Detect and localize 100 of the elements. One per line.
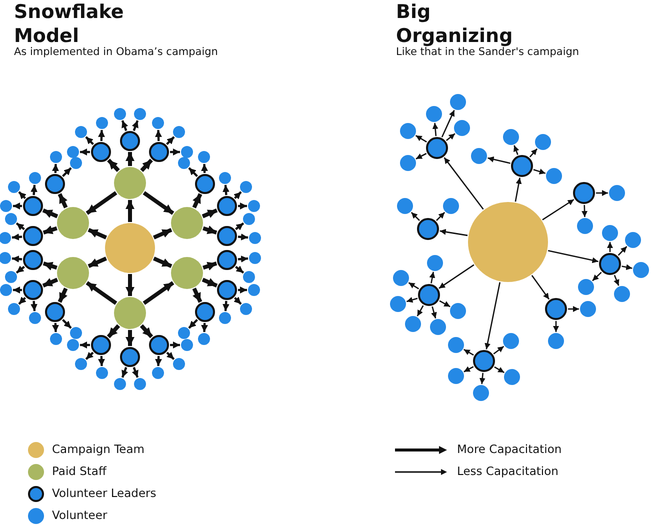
volunteer-leader-circle xyxy=(217,280,237,300)
arrow xyxy=(446,133,456,142)
volunteer-circle xyxy=(67,339,79,351)
arrow xyxy=(30,184,38,196)
arrow xyxy=(192,288,202,303)
arrow xyxy=(154,130,162,142)
arrow xyxy=(614,274,620,286)
volunteer-leader-circle xyxy=(23,280,43,300)
volunteer-circle xyxy=(70,157,82,169)
volunteer-circle xyxy=(580,301,596,317)
arrow xyxy=(548,250,598,264)
volunteer-leader-circle xyxy=(23,250,43,270)
arrow xyxy=(132,120,139,132)
arrow xyxy=(444,157,484,210)
volunteer-leader-circle xyxy=(417,218,439,240)
volunteer-circle xyxy=(535,134,551,150)
arrow xyxy=(12,256,22,262)
arrow xyxy=(52,322,59,332)
arrow xyxy=(170,342,180,348)
paid-staff-circle xyxy=(57,207,89,239)
volunteer-circle xyxy=(219,312,231,324)
volunteer-circle xyxy=(173,126,185,138)
volunteer-circle xyxy=(50,151,62,163)
volunteer-circle xyxy=(243,213,255,225)
arrow xyxy=(514,145,520,156)
volunteer-circle xyxy=(219,172,231,184)
volunteer-circle xyxy=(96,367,108,379)
legend-label: Paid Staff xyxy=(52,464,106,478)
volunteer-circle xyxy=(240,181,252,193)
volunteer-leader-circle xyxy=(217,196,237,216)
volunteer-leader-circle xyxy=(545,298,567,320)
arrow xyxy=(155,356,162,366)
arrow xyxy=(18,296,26,305)
arrow xyxy=(12,234,22,240)
arrow xyxy=(431,306,437,319)
legend-label: Volunteer Leaders xyxy=(52,486,156,500)
arrow xyxy=(126,152,134,166)
arrow xyxy=(408,282,420,290)
volunteer-circle xyxy=(443,198,459,214)
volunteer-leader-circle xyxy=(217,226,237,246)
volunteer-circle xyxy=(633,262,649,278)
arrow xyxy=(592,272,602,282)
volunteer-circle xyxy=(173,358,185,370)
volunteer-circle xyxy=(198,151,210,163)
arrow xyxy=(542,198,574,220)
volunteer-circle xyxy=(0,252,11,264)
arrow xyxy=(98,130,106,142)
arrow xyxy=(235,266,244,274)
volunteer-circle xyxy=(152,117,164,129)
arrow xyxy=(202,278,218,288)
legend-label: Volunteer xyxy=(52,508,108,522)
volunteer-circle xyxy=(602,225,618,241)
paid-staff-circle xyxy=(171,257,203,289)
heading: Snowflake Model xyxy=(14,0,125,47)
arrow xyxy=(58,288,68,303)
legend-label: More Capacitation xyxy=(457,442,562,456)
arrow xyxy=(553,321,559,332)
volunteer-circle xyxy=(400,123,416,139)
volunteer-leader-circle xyxy=(91,142,111,162)
volunteer-circle xyxy=(504,369,520,385)
volunteer-circle xyxy=(50,333,62,345)
volunteer-circle xyxy=(450,303,466,319)
arrow xyxy=(140,158,153,172)
arrow xyxy=(464,366,474,372)
arrow xyxy=(132,366,139,378)
arrow xyxy=(238,256,248,262)
volunteer-circle xyxy=(625,232,641,248)
arrow xyxy=(107,158,120,172)
volunteer-circle xyxy=(29,172,41,184)
volunteer-circle xyxy=(249,252,261,264)
volunteer-circle xyxy=(134,378,146,390)
volunteer-leader-circle xyxy=(599,253,621,275)
arrow xyxy=(607,242,613,252)
arrow xyxy=(85,136,94,145)
volunteer-circle xyxy=(75,126,87,138)
arrow xyxy=(618,246,628,256)
arrow xyxy=(85,352,94,360)
arrow xyxy=(410,212,420,221)
arrow xyxy=(416,152,427,160)
arrow xyxy=(86,281,118,305)
arrow xyxy=(415,134,427,142)
volunteer-circle xyxy=(181,339,193,351)
volunteer-leader-circle xyxy=(195,302,215,322)
arrow xyxy=(121,366,128,378)
volunteer-leader-circle xyxy=(120,131,140,151)
arrow xyxy=(142,281,174,305)
volunteer-circle xyxy=(454,120,470,136)
volunteer-circle xyxy=(427,255,443,271)
paid-staff-circle xyxy=(114,167,146,199)
volunteer-circle xyxy=(548,333,564,349)
volunteer-circle xyxy=(5,271,17,283)
arrow xyxy=(479,372,486,384)
volunteer-circle xyxy=(114,108,126,120)
volunteer-circle xyxy=(8,303,20,315)
volunteer-circle xyxy=(400,155,416,171)
arrow xyxy=(126,274,134,296)
volunteer-circle xyxy=(75,358,87,370)
arrow xyxy=(166,136,175,145)
arrow xyxy=(170,148,180,156)
arrow xyxy=(439,300,450,308)
